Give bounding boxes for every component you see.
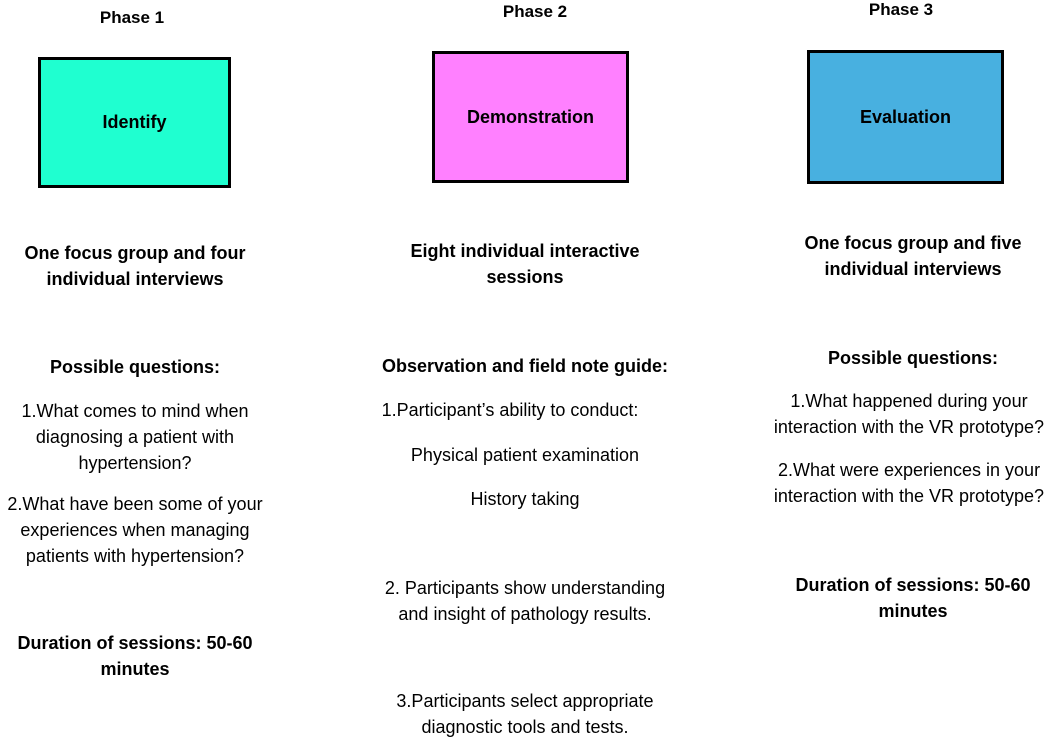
phase-1-question-1: 1.What comes to mind when diagnosing a p…	[21, 401, 249, 473]
phase-2-guide-sub-1: Physical patient examination	[410, 445, 640, 465]
phase-2-guide-item-1: 1.Participant’s ability to conduct:	[381, 400, 639, 420]
phase-1-question-2: 2.What have been some of your experience…	[7, 494, 263, 566]
phase-1-questions-heading: Possible questions:	[49, 357, 221, 377]
phase-1-duration: Duration of sessions: 50-60 minutes	[17, 633, 253, 679]
phase-2-guide-sub-2: History taking	[470, 489, 580, 509]
phase-1-title: Phase 1	[99, 8, 165, 27]
phase-1-description: One focus group and four individual inte…	[24, 243, 246, 289]
phase-3-question-2: 2.What were experiences in your interact…	[773, 460, 1045, 506]
phase-1-box: Identify	[38, 57, 231, 188]
phase-1-box-label: Identify	[102, 112, 167, 132]
phase-3-title: Phase 3	[868, 0, 934, 19]
phase-3-description: One focus group and five individual inte…	[804, 233, 1022, 279]
phase-2-box-label: Demonstration	[466, 106, 594, 127]
phase-2-box: Demonstration	[432, 51, 629, 183]
phase-3-questions-heading: Possible questions:	[827, 348, 999, 368]
phase-2-title: Phase 2	[502, 2, 568, 21]
phase-2-guide-heading: Observation and field note guide:	[381, 356, 669, 376]
phase-3-box-label: Evaluation	[859, 106, 952, 127]
phase-3-box: Evaluation	[807, 50, 1004, 184]
phase-2-guide-item-2: 2. Participants show understanding and i…	[384, 578, 666, 624]
phase-3-question-1: 1.What happened during your interaction …	[773, 391, 1045, 437]
phase-2-guide-item-3: 3.Participants select appropriate diagno…	[396, 691, 654, 737]
phase-2-description: Eight individual interactive sessions	[410, 241, 640, 287]
phase-3-duration: Duration of sessions: 50-60 minutes	[795, 575, 1031, 621]
